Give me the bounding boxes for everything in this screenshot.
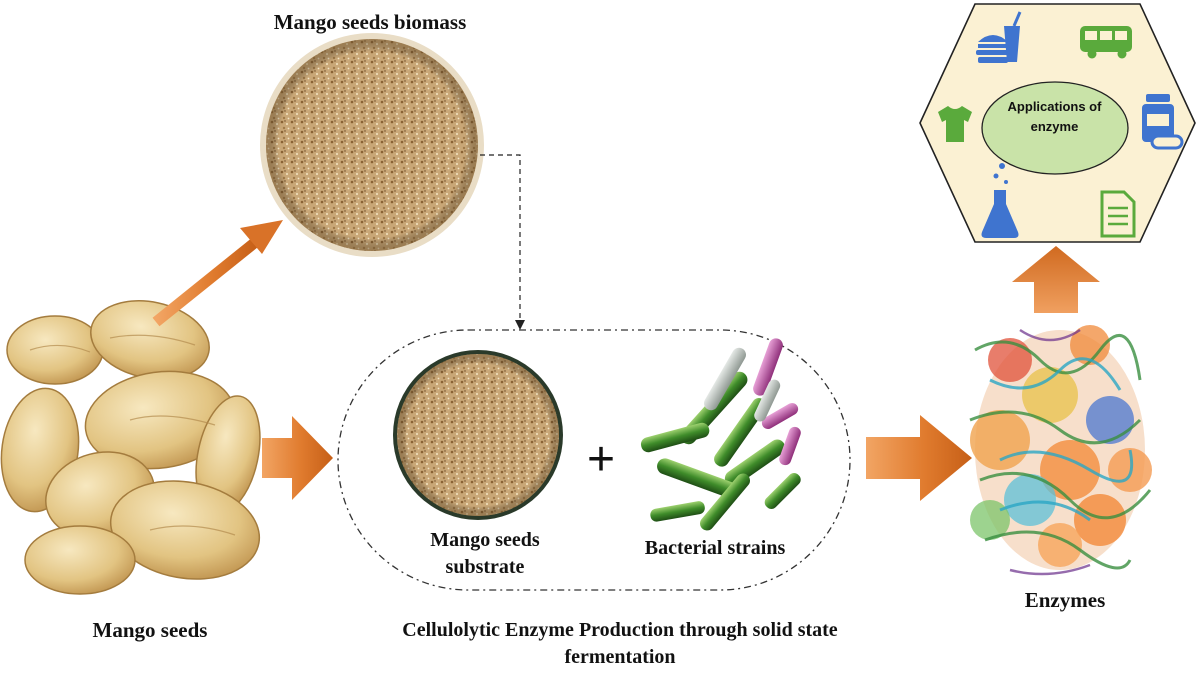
mango-seeds-image	[0, 300, 261, 595]
pill-bottle-icon	[1142, 94, 1184, 150]
applications-label: Applications of enzyme	[1007, 99, 1102, 134]
plus-sign: +	[586, 433, 616, 486]
mango-seeds-label: Mango seeds	[92, 618, 208, 642]
arrow-seeds-to-biomass	[152, 220, 283, 327]
biomass-title: Mango seeds biomass	[273, 10, 467, 34]
bacterial-strains-label: Bacterial strains	[644, 537, 786, 559]
bacterial-strains-image	[640, 338, 801, 531]
arrow-enzymes-to-applications	[1012, 246, 1100, 313]
applications-hexagon	[919, 3, 1196, 243]
enzyme-structure-image	[969, 325, 1152, 576]
applications-center-circle	[981, 81, 1129, 175]
fermentation-box	[337, 329, 851, 591]
enzymes-label: Enzymes	[1024, 588, 1106, 612]
substrate-label: Mango seeds substrate	[430, 529, 540, 578]
burger-drink-icon	[976, 11, 1022, 63]
dashed-connector	[480, 154, 525, 330]
arrow-seeds-to-fermentation	[262, 416, 333, 500]
document-icon	[1100, 190, 1136, 238]
tshirt-icon	[938, 106, 972, 142]
mango-seeds-substrate-image	[393, 350, 563, 520]
flask-icon	[981, 163, 1019, 238]
process-label: Cellulolytic Enzyme Production through s…	[402, 619, 838, 668]
bus-icon	[1080, 26, 1132, 59]
arrow-fermentation-to-enzymes	[866, 415, 972, 501]
mango-seeds-biomass-image	[260, 33, 484, 257]
